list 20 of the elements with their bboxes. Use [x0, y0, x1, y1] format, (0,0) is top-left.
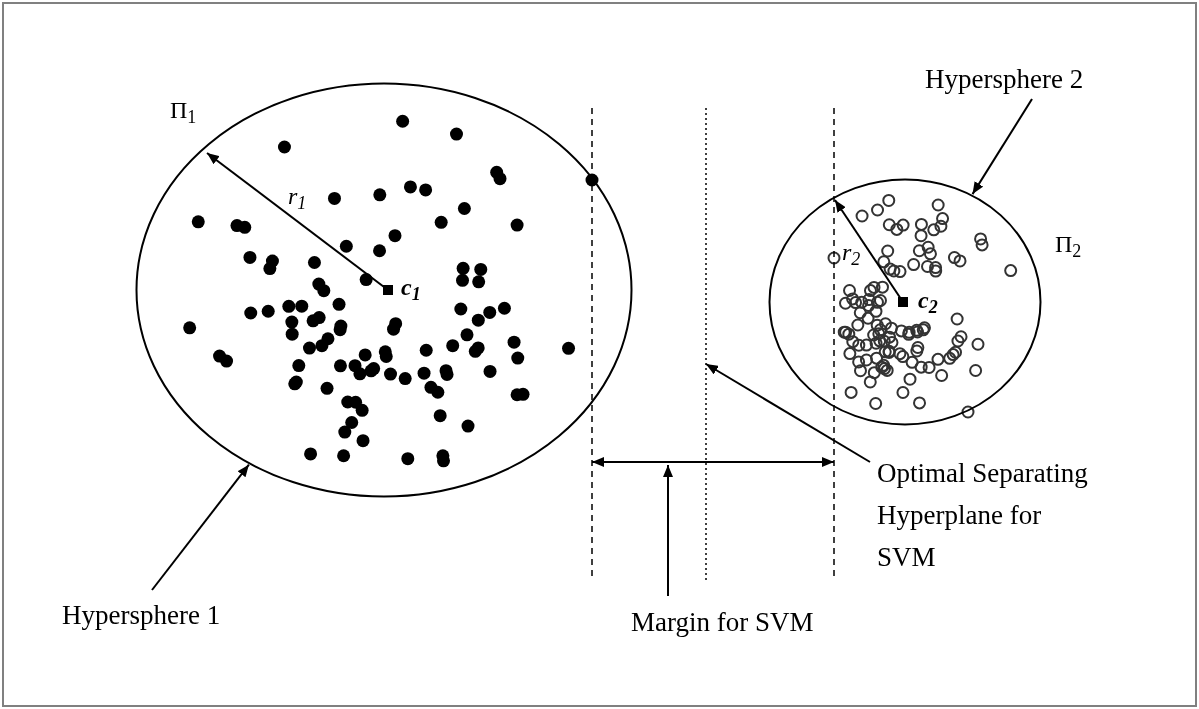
callout-text: Optimal Separating Hyperplane for SVM	[877, 452, 1092, 578]
math-label: r$_{2}$	[842, 238, 861, 266]
callout-text: Margin for SVM	[631, 601, 861, 643]
leader-arrow	[705, 363, 871, 463]
math-label: Π$_{1}$	[170, 96, 197, 124]
math-label: c$_{1}$	[401, 273, 421, 301]
margin-boundary-line	[590, 108, 594, 578]
math-label: Π$_{2}$	[1055, 230, 1082, 258]
math-label: c$_{2}$	[918, 286, 938, 314]
hypersphere-ellipse	[768, 178, 1042, 426]
margin-boundary-line	[832, 108, 836, 578]
callout-text: Hypersphere 1	[62, 594, 252, 636]
hyperplane-line	[704, 108, 708, 580]
leader-arrow	[663, 464, 673, 597]
leader-arrow	[151, 463, 250, 591]
hypersphere-ellipse	[135, 82, 633, 498]
double-arrow	[591, 457, 835, 467]
leader-arrow	[971, 98, 1033, 196]
callout-text: Hypersphere 2	[925, 58, 1125, 100]
math-label: r$_{1}$	[288, 182, 307, 210]
